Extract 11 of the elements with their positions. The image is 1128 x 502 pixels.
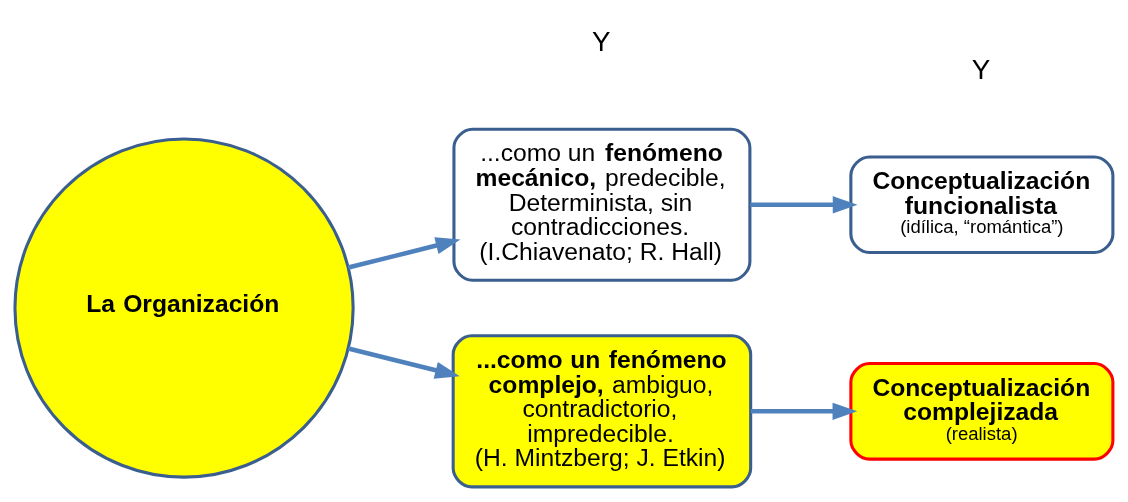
- arrow: [750, 196, 858, 214]
- arrow: [750, 402, 858, 420]
- node-box: ...como un fenómeno mecánico, predecible, Determinista, sin contradicciones. (I.Chiavenato; R. Hall): [452, 127, 752, 282]
- label: Y: [591, 26, 611, 58]
- node-box: Conceptualización funcionalista (idílica, “romántica”): [849, 155, 1115, 255]
- node-circle: La Organización: [13, 137, 355, 479]
- arrow: [347, 237, 461, 270]
- node-box: ...como un fenómeno complejo, ambiguo, contradictorio, impredecible. (H. Mintzberg; J. Etkin): [451, 334, 753, 489]
- node-box: Conceptualización complejizada (realista): [849, 361, 1115, 461]
- arrow: [347, 346, 460, 379]
- label: Y: [971, 53, 991, 85]
